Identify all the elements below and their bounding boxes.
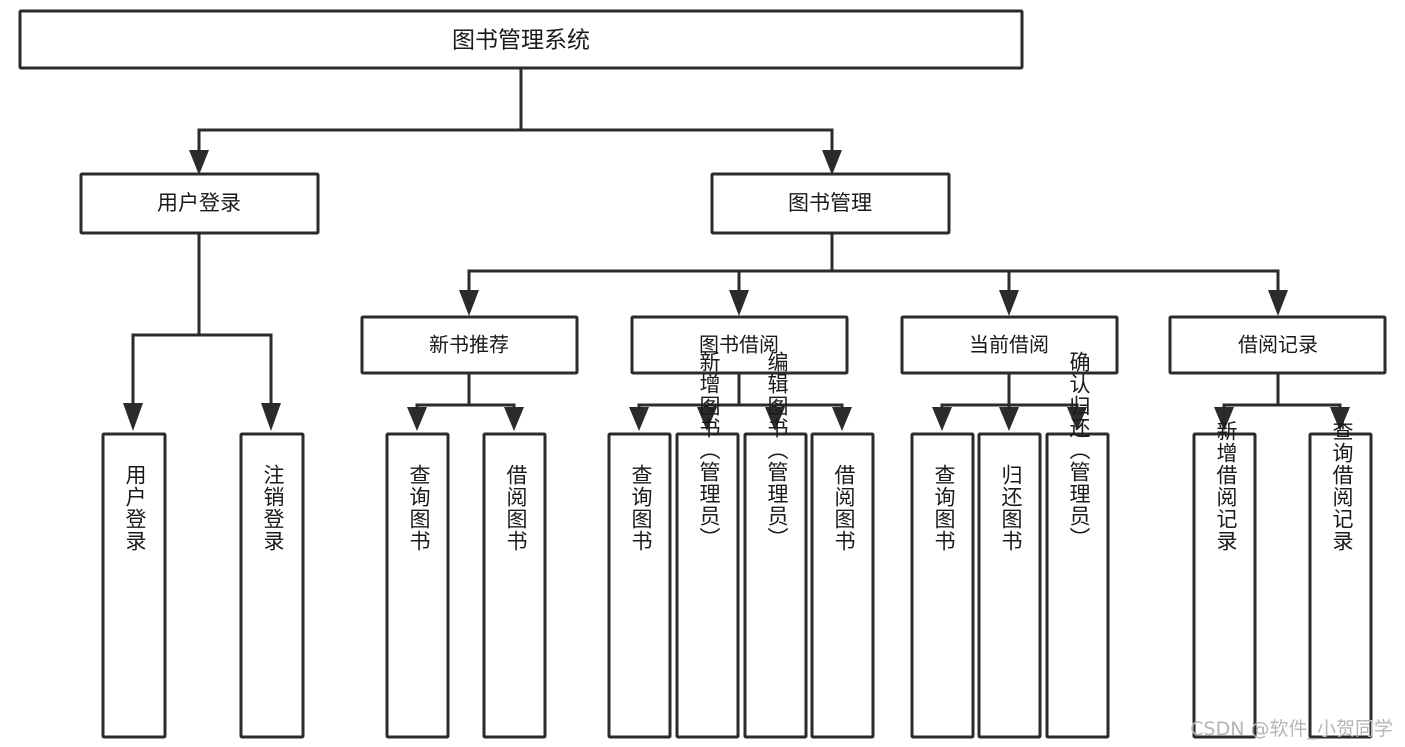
leaf-current-return-book[interactable]: 归还图书 (977, 432, 1042, 739)
arrow-newbook-leaf-2 (504, 407, 524, 431)
node-new-book-recommend[interactable]: 新书推荐 (360, 315, 579, 375)
leaf-borrow-borrow-book-label: 借阅图书 (832, 464, 856, 552)
arrow-record-leaf-1 (1214, 407, 1234, 431)
node-borrow-record-label: 借阅记录 (1238, 333, 1318, 357)
leaf-user-login-signin[interactable]: 用户登录 (101, 432, 167, 739)
arrow-bookmanage-l2-4 (1268, 290, 1288, 316)
leaf-current-confirm-return-admin-label: 确认归还（管理员） (1067, 351, 1091, 549)
leaf-newbook-query-book-label: 查询图书 (407, 464, 431, 552)
node-user-login[interactable]: 用户登录 (79, 172, 320, 235)
arrow-borrow-leaf-2 (697, 407, 717, 431)
leaf-borrow-query-book-label: 查询图书 (629, 464, 653, 552)
leaf-borrow-edit-book-admin-label: 编辑图书（管理员） (765, 351, 789, 549)
arrow-record-leaf-2 (1330, 407, 1350, 431)
node-book-borrow[interactable]: 图书借阅 (630, 315, 849, 375)
leaf-current-confirm-return-admin[interactable]: 确认归还（管理员） (1045, 351, 1110, 739)
node-root-book-management-system[interactable]: 图书管理系统 (18, 9, 1024, 70)
arrow-current-leaf-1 (932, 407, 952, 431)
arrow-userlogin-leaf-2 (261, 403, 281, 431)
leaf-record-query-record-label: 查询借阅记录 (1330, 420, 1354, 552)
leaf-user-login-signin-label: 用户登录 (123, 464, 147, 552)
node-user-login-label: 用户登录 (157, 191, 241, 215)
csdn-watermark: CSDN @软件_小贺同学 (1190, 718, 1393, 740)
leaf-borrow-add-book-admin-label: 新增图书（管理员） (697, 351, 721, 549)
arrow-newbook-leaf-1 (407, 407, 427, 431)
edges-layer (123, 66, 1350, 431)
node-root-label: 图书管理系统 (452, 28, 590, 54)
arrow-borrow-leaf-1 (629, 407, 649, 431)
leaf-borrow-borrow-book[interactable]: 借阅图书 (810, 432, 875, 739)
node-book-management[interactable]: 图书管理 (710, 172, 951, 235)
arrow-bookmanage-l2-1 (459, 290, 479, 316)
arrow-bookmanage-l2-3 (999, 290, 1019, 316)
arrow-borrow-leaf-4 (832, 407, 852, 431)
arrow-root-to-user-login (189, 150, 209, 175)
leaf-borrow-edit-book-admin[interactable]: 编辑图书（管理员） (743, 351, 808, 739)
leaf-newbook-borrow-book[interactable]: 借阅图书 (482, 432, 547, 739)
leaf-current-query-book-label: 查询图书 (932, 464, 956, 552)
leaf-current-query-book[interactable]: 查询图书 (910, 432, 975, 739)
node-current-borrow-label: 当前借阅 (969, 333, 1049, 357)
leaf-record-add-record-label: 新增借阅记录 (1214, 420, 1238, 552)
leaf-borrow-query-book[interactable]: 查询图书 (607, 432, 672, 739)
leaf-record-add-record[interactable]: 新增借阅记录 (1192, 420, 1257, 739)
leaf-record-query-record[interactable]: 查询借阅记录 (1308, 420, 1373, 739)
arrow-userlogin-leaf-1 (123, 403, 143, 431)
leaf-current-return-book-label: 归还图书 (999, 464, 1023, 552)
arrow-current-leaf-2 (999, 407, 1019, 431)
node-new-book-recommend-label: 新书推荐 (429, 333, 509, 357)
node-current-borrow[interactable]: 当前借阅 (900, 315, 1119, 375)
leaf-newbook-query-book[interactable]: 查询图书 (385, 432, 450, 739)
leaf-borrow-add-book-admin[interactable]: 新增图书（管理员） (675, 351, 740, 739)
node-book-borrow-label: 图书借阅 (699, 333, 779, 357)
node-book-management-label: 图书管理 (788, 191, 872, 215)
leaf-newbook-borrow-book-label: 借阅图书 (504, 464, 528, 552)
arrow-current-leaf-3 (1067, 407, 1087, 431)
leaf-user-login-signout-label: 注销登录 (261, 464, 285, 552)
arrow-root-to-book-manage (822, 150, 842, 175)
leaf-user-login-signout[interactable]: 注销登录 (239, 432, 305, 739)
node-borrow-record[interactable]: 借阅记录 (1168, 315, 1387, 375)
arrow-bookmanage-l2-2 (729, 290, 749, 316)
arrow-borrow-leaf-3 (765, 407, 785, 431)
leaf-nodes-layer: 用户登录 注销登录 查询图书 借阅图书 查询图书 新增图书 (101, 351, 1373, 739)
